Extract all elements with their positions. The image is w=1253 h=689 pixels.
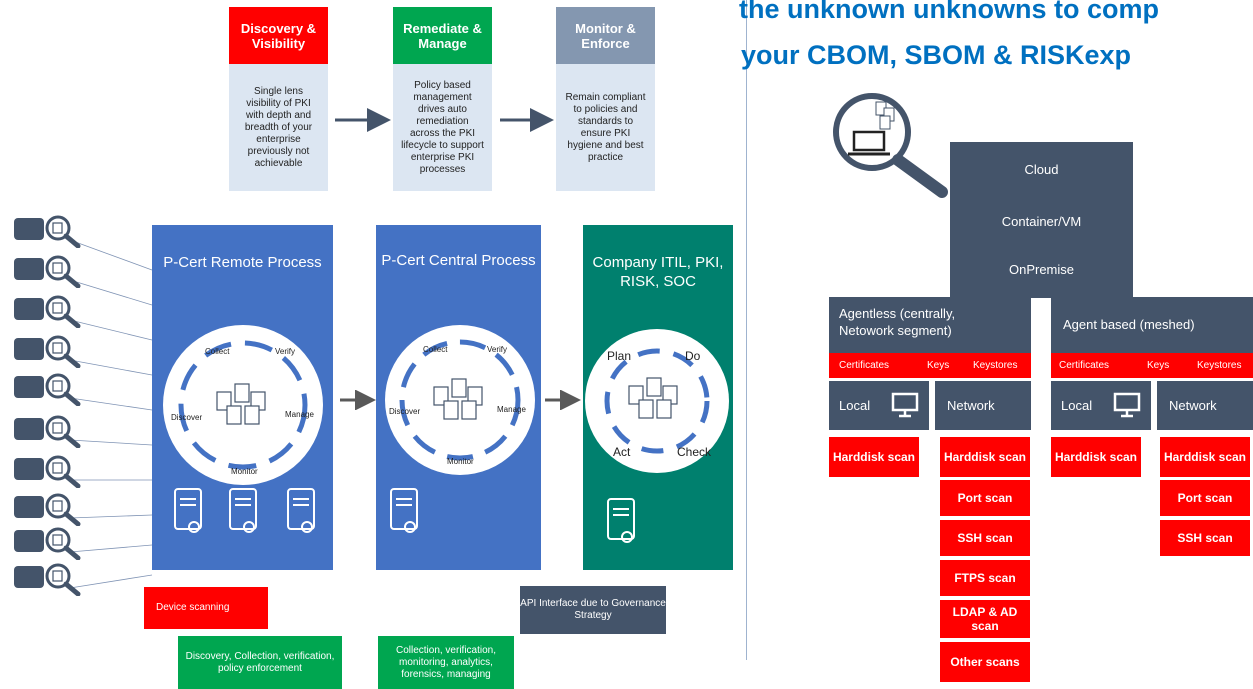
- network-label: Network: [947, 398, 995, 413]
- cell-tower-icon: [12, 330, 86, 373]
- cycle-label-check: Check: [677, 445, 712, 459]
- laptop-icon: [12, 522, 86, 565]
- cycle-arrows-icon: [399, 339, 521, 461]
- certificates-icon: [216, 383, 266, 425]
- cycle-label-collect: Collect: [205, 347, 230, 356]
- magnifier-laptop-icon: [833, 93, 948, 198]
- cycle-label-collect: Collect: [423, 345, 448, 354]
- cycle-label-do: Do: [685, 349, 701, 363]
- phase-discovery-header: Discovery & Visibility: [229, 7, 328, 64]
- central-cycle-circle: Collect Verify Manage Monitor Discover: [385, 325, 535, 475]
- scan-item: Harddisk scan: [940, 437, 1030, 477]
- process-arrows: [340, 390, 581, 410]
- scan-item: SSH scan: [940, 520, 1030, 556]
- tag-certificates: Certificates: [839, 360, 890, 371]
- server-icon: [12, 450, 86, 493]
- phase-discovery-desc: Single lens visibility of PKI with depth…: [229, 64, 328, 191]
- scan-item: Harddisk scan: [1160, 437, 1250, 477]
- robot-arm-icon: [12, 290, 86, 333]
- network-label: Network: [1169, 398, 1217, 413]
- phase-arrows: [335, 108, 554, 132]
- cycle-label-discover: Discover: [171, 413, 203, 422]
- wind-turbine-icon: [12, 250, 86, 293]
- scan-item: Port scan: [1160, 480, 1250, 516]
- agent-local: Local: [1051, 381, 1151, 430]
- cycle-label-manage: Manage: [497, 405, 526, 414]
- device-fan-lines: [69, 239, 153, 589]
- cycle-label-verify: Verify: [487, 345, 508, 354]
- tag-keystores: Keystores: [973, 360, 1018, 371]
- remote-process-title: P-Cert Remote Process: [163, 254, 322, 271]
- scan-item: SSH scan: [1160, 520, 1250, 556]
- local-label: Local: [1061, 398, 1093, 413]
- scan-item: Harddisk scan: [829, 437, 919, 477]
- infra-cloud: Cloud: [1024, 162, 1059, 177]
- phase-monitor-desc: Remain compliant to policies and standar…: [556, 64, 655, 191]
- agent-title: Agent based (meshed): [1063, 317, 1195, 332]
- scan-item: Other scans: [940, 642, 1030, 682]
- agentless-tags: Certificates Keys Keystores: [829, 353, 1031, 378]
- headline-line2: your CBOM, SBOM & RISKexp: [741, 40, 1132, 70]
- company-box: Company ITIL, PKI, RISK, SOC Plan Do Che…: [583, 225, 733, 570]
- api-interface-label: API Interface due to Governance Strategy: [520, 586, 666, 634]
- certificate-icon: [390, 488, 418, 533]
- scan-item: FTPS scan: [940, 560, 1030, 596]
- device-scanning-label: Device scanning: [144, 587, 268, 629]
- cycle-label-act: Act: [613, 445, 631, 459]
- scan-item: LDAP & AD scan: [940, 600, 1030, 638]
- central-process-title: P-Cert Central Process: [381, 252, 536, 269]
- local-label: Local: [839, 398, 871, 413]
- phase-monitor-header: Monitor & Enforce: [556, 7, 655, 64]
- remote-caption: Discovery, Collection, verification, pol…: [178, 636, 342, 689]
- certificate-icons: [174, 488, 315, 533]
- router-icon: [12, 410, 86, 453]
- remote-cycle-circle: Collect Verify Manage Monitor Discover: [163, 325, 323, 485]
- tag-keystores: Keystores: [1197, 360, 1242, 371]
- certificates-icon: [628, 377, 678, 419]
- agentless-header: Agentless (centrally, Netowork segment): [829, 297, 1031, 353]
- infra-container: Container/VM: [1001, 214, 1082, 229]
- pdca-cycle-circle: Plan Do Check Act: [585, 329, 729, 473]
- cycle-label-manage: Manage: [285, 410, 314, 419]
- cycle-arrows-icon: [604, 348, 710, 454]
- monitor-icon: [1113, 392, 1141, 418]
- cycle-label-discover: Discover: [389, 407, 421, 416]
- infrastructure-box: Cloud Container/VM OnPremise: [950, 142, 1133, 298]
- agentless-network: Network: [935, 381, 1031, 430]
- printer-icon: [12, 488, 86, 531]
- agent-header: Agent based (meshed): [1051, 297, 1253, 353]
- agentless-local: Local: [829, 381, 929, 430]
- cycle-arrows-icon: [178, 340, 308, 470]
- cycle-label-monitor: Monitor: [447, 457, 474, 466]
- tag-certificates: Certificates: [1059, 360, 1110, 371]
- certificates-icon: [433, 378, 483, 420]
- monitor-icon: [891, 392, 919, 418]
- scan-item: Harddisk scan: [1051, 437, 1141, 477]
- cycle-label-verify: Verify: [275, 347, 296, 356]
- central-caption: Collection, verification, monitoring, an…: [378, 636, 514, 689]
- central-process-box: P-Cert Central Process Collect Verify Ma…: [376, 225, 541, 570]
- infra-onprem: OnPremise: [1008, 262, 1075, 277]
- headline-line1: the unknown unknowns to comp: [739, 0, 1159, 24]
- phase-remediate-desc: Policy based management drives auto reme…: [393, 64, 492, 191]
- certificate-icon: [607, 498, 635, 543]
- company-title: Company ITIL, PKI, RISK, SOC: [592, 254, 724, 290]
- section-divider: [746, 0, 747, 660]
- tag-keys: Keys: [1147, 360, 1170, 371]
- users-icon: [12, 558, 86, 601]
- agent-tags: Certificates Keys Keystores: [1051, 353, 1253, 378]
- tag-keys: Keys: [927, 360, 950, 371]
- agentless-title: Agentless (centrally, Netowork segment): [839, 306, 956, 338]
- cycle-label-monitor: Monitor: [231, 467, 258, 476]
- cycle-label-plan: Plan: [607, 349, 632, 363]
- home-icon: [12, 368, 86, 411]
- remote-process-box: P-Cert Remote Process Collect Verify Man…: [152, 225, 333, 570]
- scan-item: Port scan: [940, 480, 1030, 516]
- phase-remediate-header: Remediate & Manage: [393, 7, 492, 64]
- agent-network: Network: [1157, 381, 1253, 430]
- car-icon: [12, 210, 86, 253]
